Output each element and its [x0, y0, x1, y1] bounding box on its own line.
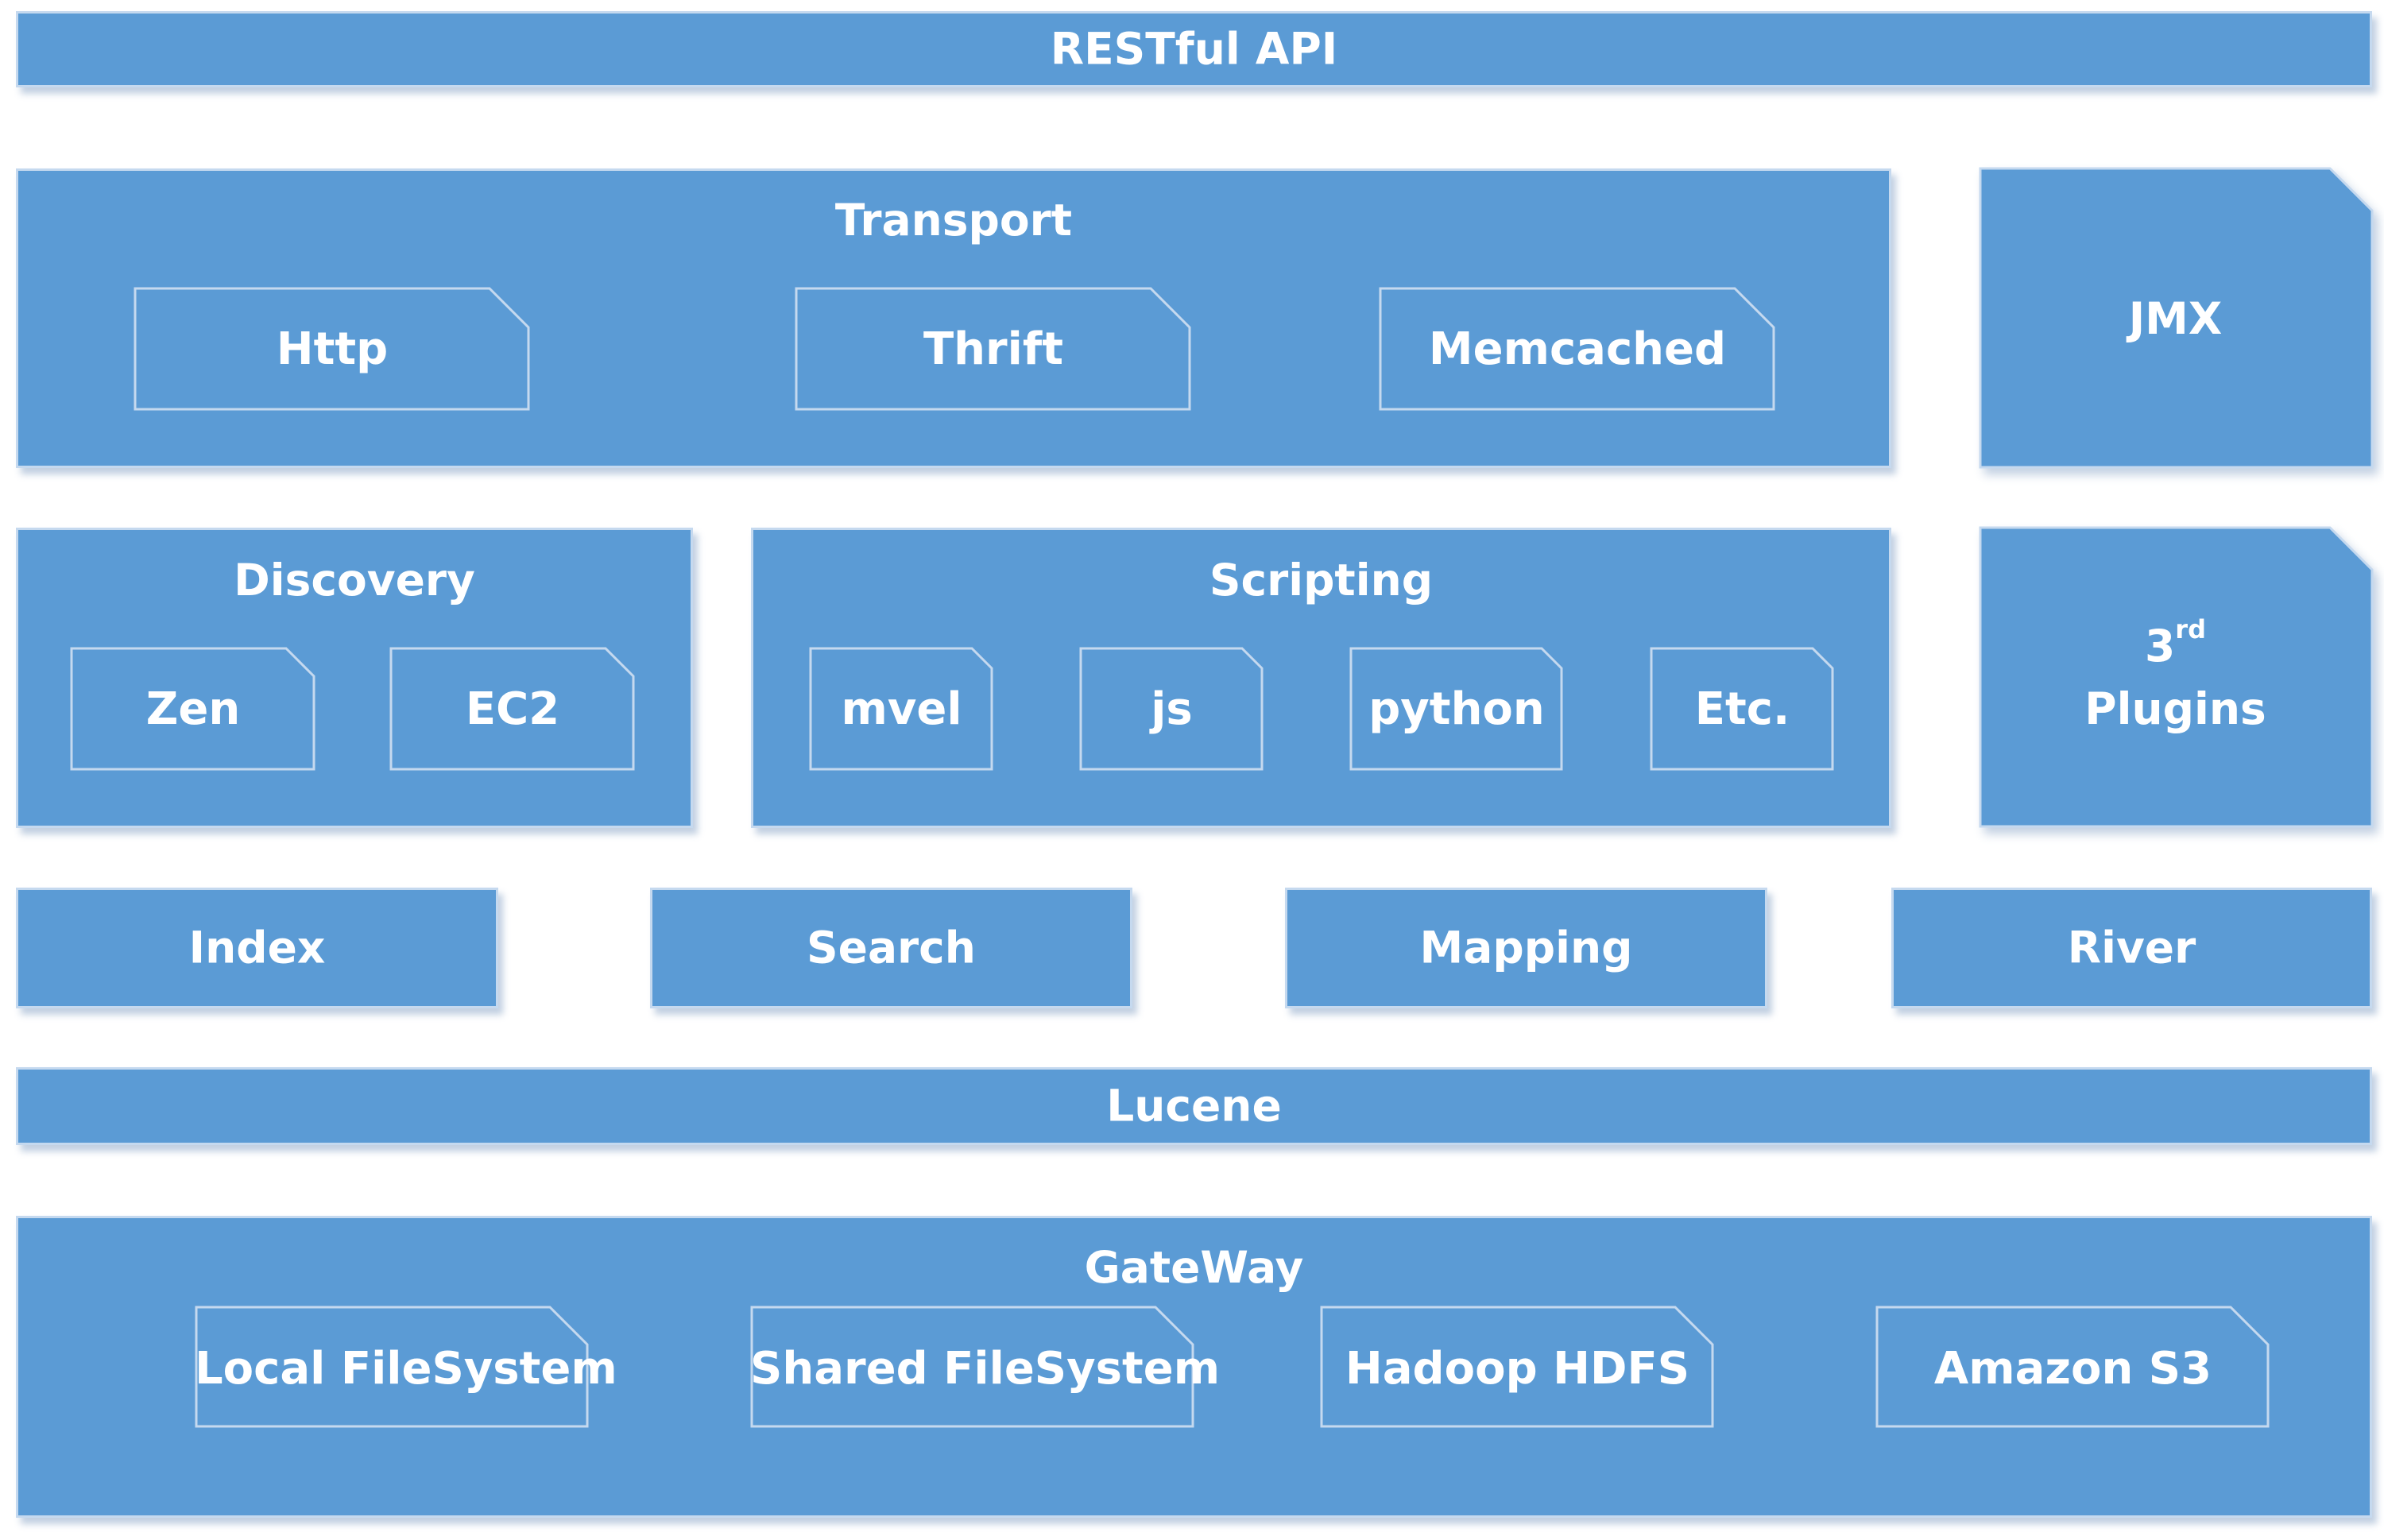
gateway-local-filesystem-label: Local FileSystem — [195, 1343, 617, 1395]
scripting-etc-label: Etc. — [1694, 683, 1790, 735]
index-label: Index — [188, 922, 326, 973]
transport-memcached — [1379, 287, 1775, 411]
plugins-module — [1979, 526, 2374, 828]
transport-thrift-label: Thrift — [923, 323, 1063, 375]
lucene-label: Lucene — [1106, 1080, 1282, 1132]
discovery-ec2-label: EC2 — [465, 683, 560, 735]
gateway-shared-filesystem-label: Shared FileSystem — [750, 1343, 1221, 1395]
plugins-number-line: 3rd — [1979, 617, 2372, 668]
plugins-label: Plugins — [2084, 683, 2266, 734]
jmx-module — [1979, 167, 2374, 469]
scripting-js — [1079, 647, 1264, 771]
plugins-superscript: rd — [2175, 614, 2206, 644]
gateway-amazon-s3 — [1875, 1306, 2270, 1428]
river-module: River — [1891, 888, 2372, 1008]
search-module: Search — [650, 888, 1132, 1008]
mapping-module: Mapping — [1285, 888, 1767, 1008]
scripting-python — [1349, 647, 1563, 771]
gateway-title: GateWay — [1084, 1242, 1304, 1293]
transport-http — [134, 287, 530, 411]
mapping-label: Mapping — [1419, 922, 1633, 973]
scripting-mvel — [809, 647, 993, 771]
scripting-etc — [1650, 647, 1834, 771]
scripting-js-label: js — [1151, 683, 1193, 735]
transport-module: Transport — [16, 168, 1891, 468]
scripting-module: Scripting — [751, 528, 1891, 828]
search-label: Search — [807, 922, 976, 973]
gateway-hadoop-hdfs-label: Hadoop HDFS — [1345, 1343, 1690, 1395]
river-label: River — [2067, 922, 2196, 973]
plugins-number: 3 — [2145, 621, 2176, 671]
index-module: Index — [16, 888, 498, 1008]
transport-thrift — [795, 287, 1191, 411]
restful-api-layer: RESTful API — [16, 11, 2372, 87]
gateway-shared-filesystem — [750, 1306, 1194, 1428]
discovery-zen — [70, 647, 315, 771]
discovery-ec2 — [389, 647, 635, 771]
scripting-python-label: python — [1368, 683, 1545, 735]
gateway-hadoop-hdfs — [1320, 1306, 1714, 1428]
discovery-module: Discovery — [16, 528, 693, 828]
transport-title: Transport — [834, 195, 1073, 246]
gateway-local-filesystem — [195, 1306, 589, 1428]
restful-api-label: RESTful API — [1050, 23, 1338, 75]
scripting-title: Scripting — [1209, 555, 1434, 606]
discovery-zen-label: Zen — [145, 683, 241, 735]
discovery-title: Discovery — [234, 555, 475, 606]
transport-memcached-label: Memcached — [1428, 323, 1727, 375]
transport-http-label: Http — [276, 323, 389, 375]
scripting-mvel-label: mvel — [841, 683, 962, 735]
gateway-amazon-s3-label: Amazon S3 — [1933, 1343, 2212, 1395]
jmx-label: JMX — [2128, 293, 2223, 344]
gateway-module: GateWay — [16, 1216, 2372, 1518]
lucene-layer: Lucene — [16, 1067, 2372, 1145]
